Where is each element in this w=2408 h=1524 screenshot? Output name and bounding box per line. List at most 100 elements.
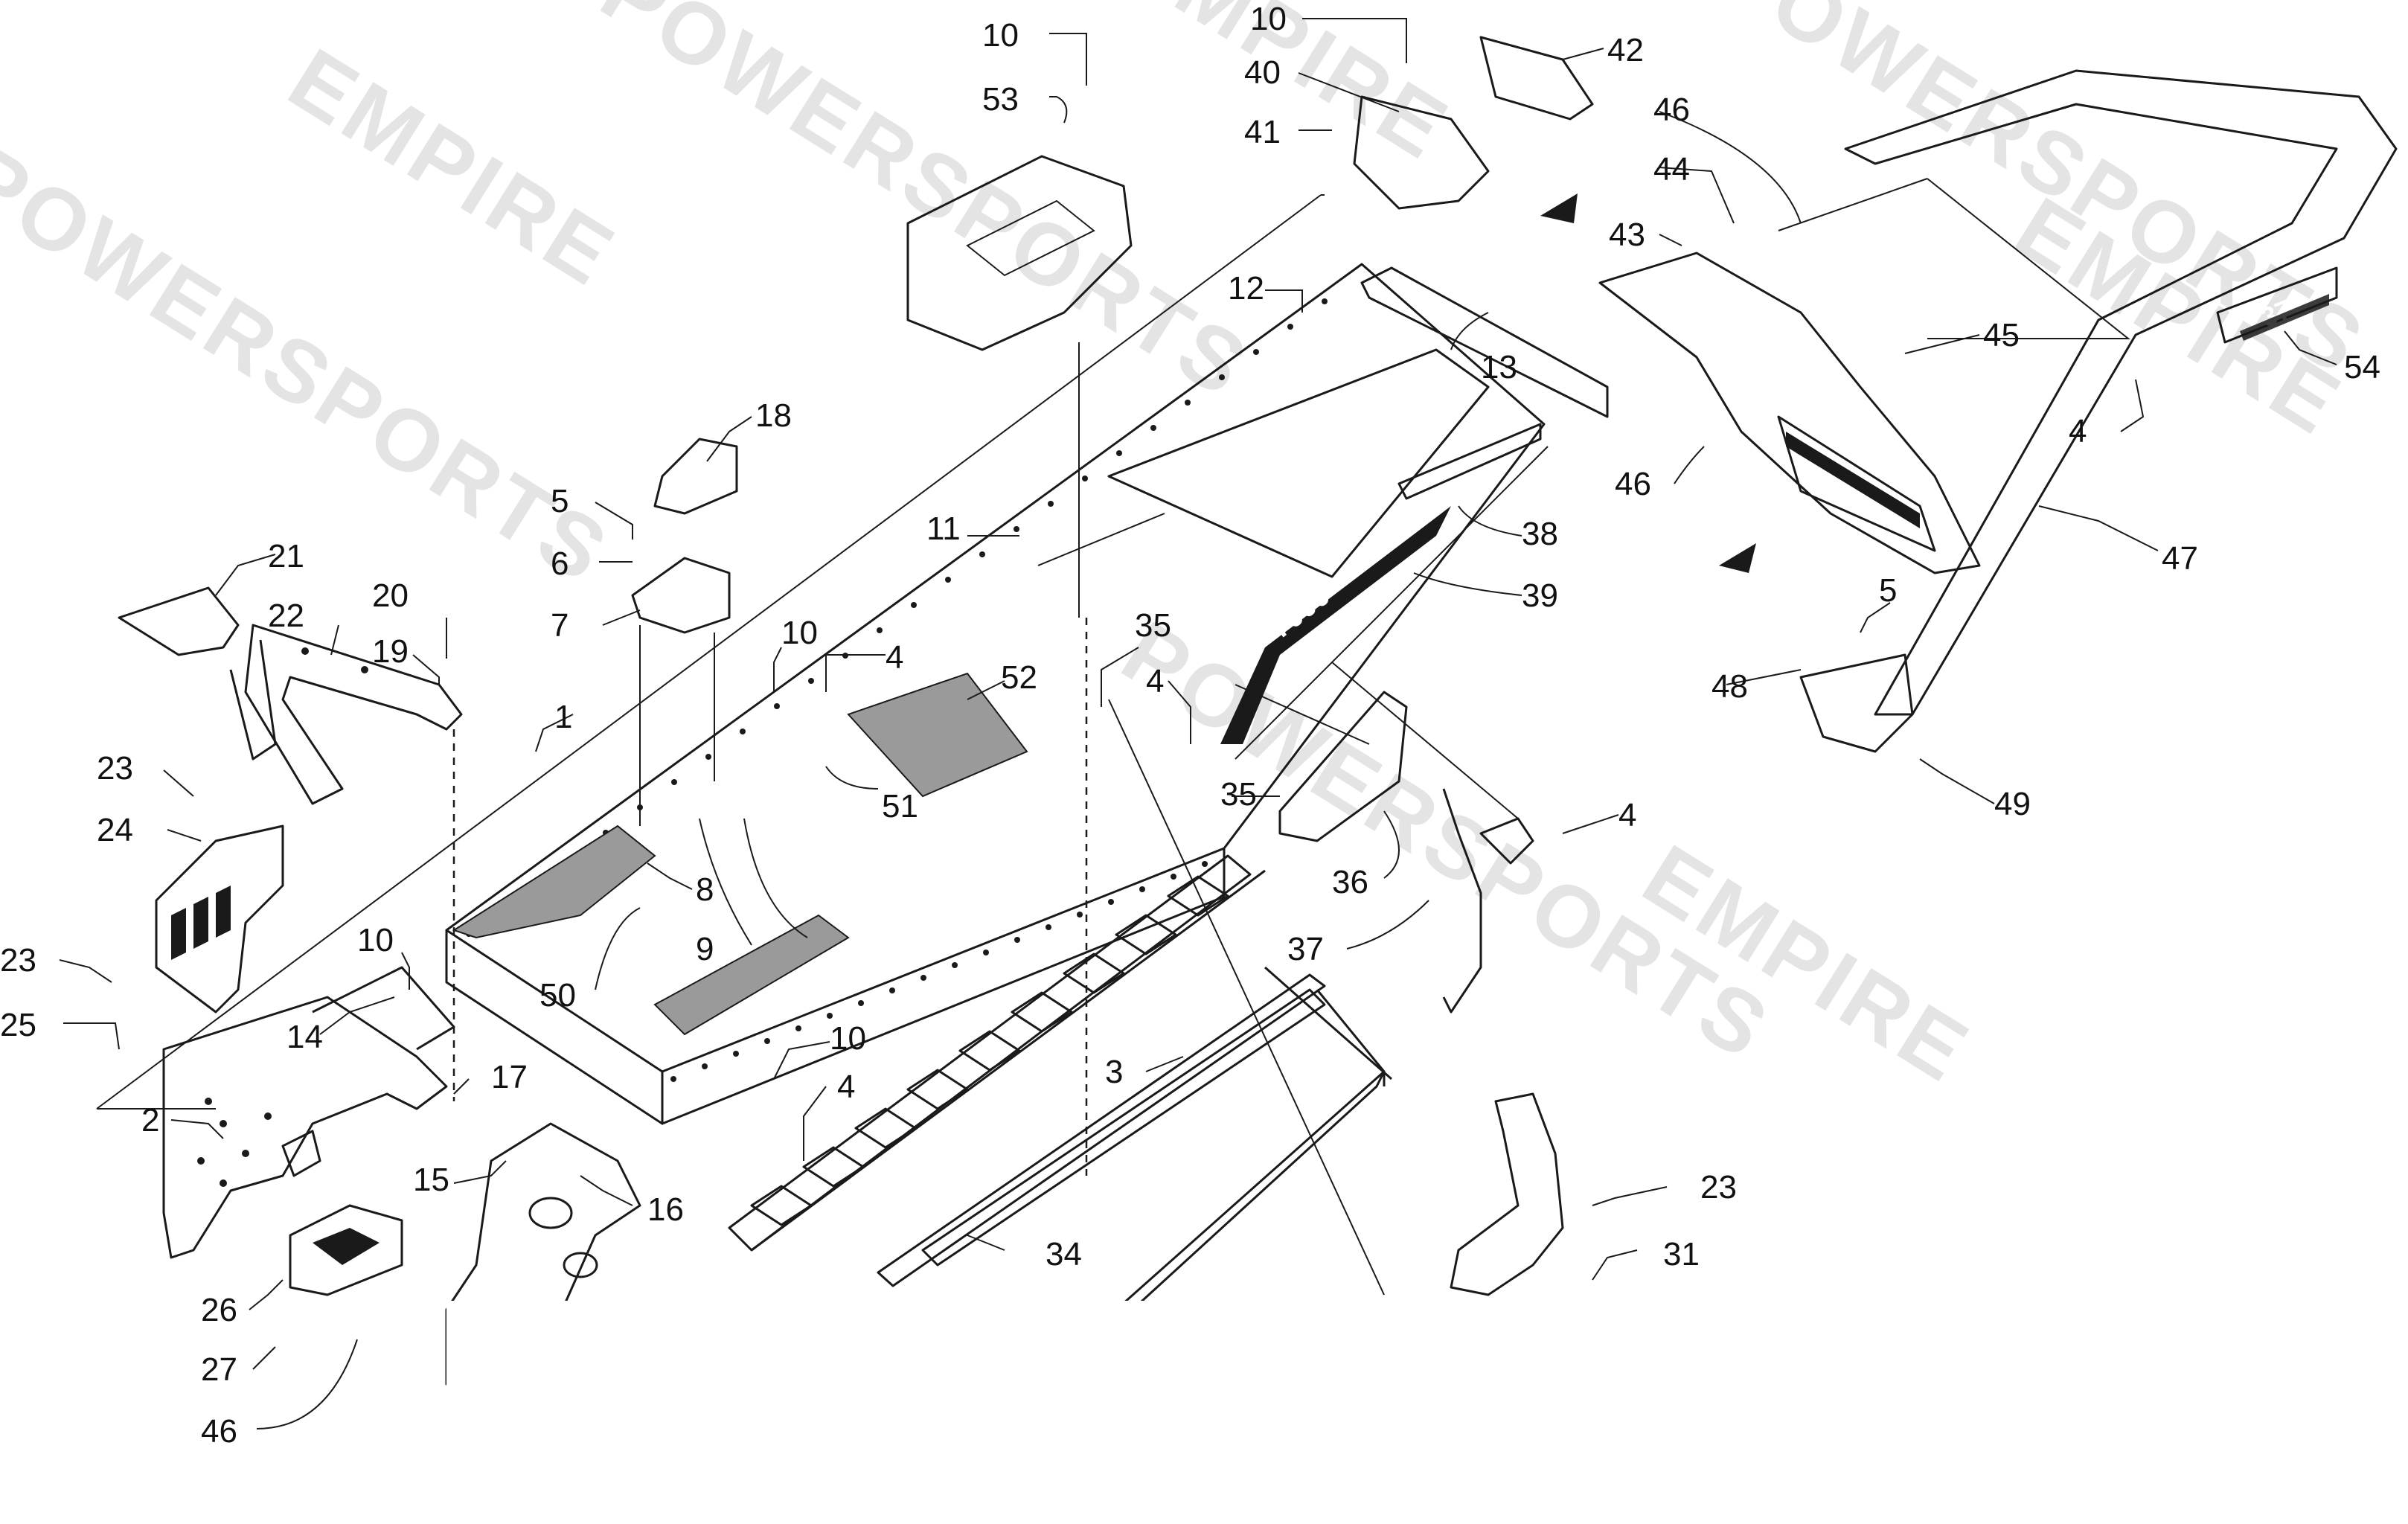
running-board-rails [877,966,1392,1326]
tunnel-assembly: 7000 [445,263,1549,1252]
rivet-hole [1116,450,1122,456]
part-42 [1479,36,1594,121]
rivet-hole [795,1025,801,1031]
callout-label: 19 [372,633,409,670]
callout-label: 4 [886,639,903,676]
callout-label: 9 [696,931,714,967]
rivet-hole [1048,501,1054,507]
callout-label: 18 [755,397,792,434]
rivet-hole [1253,349,1259,355]
callout-label: 42 [1607,32,1644,68]
rivet-hole [889,987,895,993]
callout-label: 50 [539,977,576,1014]
callout-label: 5 [1879,572,1897,609]
rivet-hole [733,1051,739,1057]
callout-label: 31 [1663,1236,1700,1272]
pad-center [653,914,850,1036]
direction-arrow [1719,543,1756,573]
callout-label: 4 [1618,797,1636,833]
callout-label: 49 [1994,786,2031,822]
rivet-hole [1150,425,1156,431]
bracket-7 [631,557,731,634]
rivet-hole [1287,324,1293,330]
callout-label: 40 [1244,54,1281,91]
callout-label: 20 [372,577,409,614]
diamond-cutout [1167,875,1229,917]
callout-label: 22 [268,598,304,634]
panel-36 [1278,691,1408,842]
callout-label: 12 [1228,270,1264,307]
callout-label: 8 [696,871,714,908]
callout-label: 46 [1653,92,1690,128]
rivet-hole [774,703,780,709]
part-18 [653,438,738,515]
callout-label: 52 [1001,659,1037,696]
callout-label: 23 [1700,1169,1737,1206]
rivet-hole [1139,886,1145,892]
callout-label: 51 [882,788,918,825]
pad-left [452,825,656,939]
callout-label: 46 [1615,466,1651,502]
running-board-34 [921,988,1326,1267]
callout-label: 2 [141,1102,159,1139]
diamond-cutout [1115,914,1177,955]
callout-label: 1 [554,699,572,735]
callout-label: 16 [647,1191,684,1228]
callout-label: 10 [1250,1,1287,37]
callout-label: 45 [1983,317,2020,353]
callout-label: 15 [413,1162,449,1198]
diamond-cutout [1063,952,1125,994]
callout-label: 4 [1146,663,1164,699]
callout-label: 44 [1653,151,1690,188]
callout-label: 35 [1135,607,1171,644]
rivet-hole [1046,924,1051,930]
callout-leaders [59,18,2337,1429]
snowflap-43-44 [1598,252,1981,574]
callout-label: 27 [201,1351,237,1388]
rivet-hole [983,950,989,955]
traction-pads [452,672,1028,1036]
callout-label: 36 [1332,864,1368,900]
seat-bag-53 [906,155,1133,351]
diamond-cutout [750,1185,813,1226]
mount-26 [289,1204,403,1296]
rivet-hole [1322,298,1328,304]
callout-label: 34 [1046,1236,1082,1272]
strap-37 [1442,788,1482,1014]
bracket-31 [1450,1092,1564,1296]
pad-52 [847,672,1028,798]
callout-label: 41 [1244,114,1281,150]
heat-exchanger-diamonds [750,875,1229,1226]
diamond-cutout [854,1107,917,1149]
rivet-hole [827,1013,833,1019]
diamond-cutout [906,1069,969,1110]
rivet-hole [1171,874,1176,880]
diamond-cutout [958,1030,1021,1072]
callout-label: 43 [1609,217,1645,253]
callout-label: 53 [982,81,1019,118]
callout-label: 47 [2162,540,2198,577]
front-bumper [229,624,463,805]
callout-label: 38 [1522,516,1558,552]
assembly-dash-lines [452,342,1519,1296]
rivet-hole [1202,861,1208,867]
callout-label: 46 [201,1413,237,1450]
front-bulkhead [162,966,455,1259]
diamond-cutout [802,1146,865,1188]
assembly-guide-lines [96,178,2130,1110]
rivet-hole [740,729,746,734]
rivet-hole [858,1000,864,1006]
callout-label: 37 [1287,931,1324,967]
rivet-hole [671,779,677,785]
callout-label: 5 [551,483,569,519]
callout-label: 23 [0,942,36,979]
rivet-hole [911,602,917,608]
watermark-text: POWERSPORTS [585,0,1266,417]
callout-label: 21 [268,538,304,574]
rivet-hole [705,754,711,760]
callout-label: 54 [2344,349,2380,385]
crop-mask [446,1301,2408,1524]
callout-label: 17 [491,1059,528,1095]
